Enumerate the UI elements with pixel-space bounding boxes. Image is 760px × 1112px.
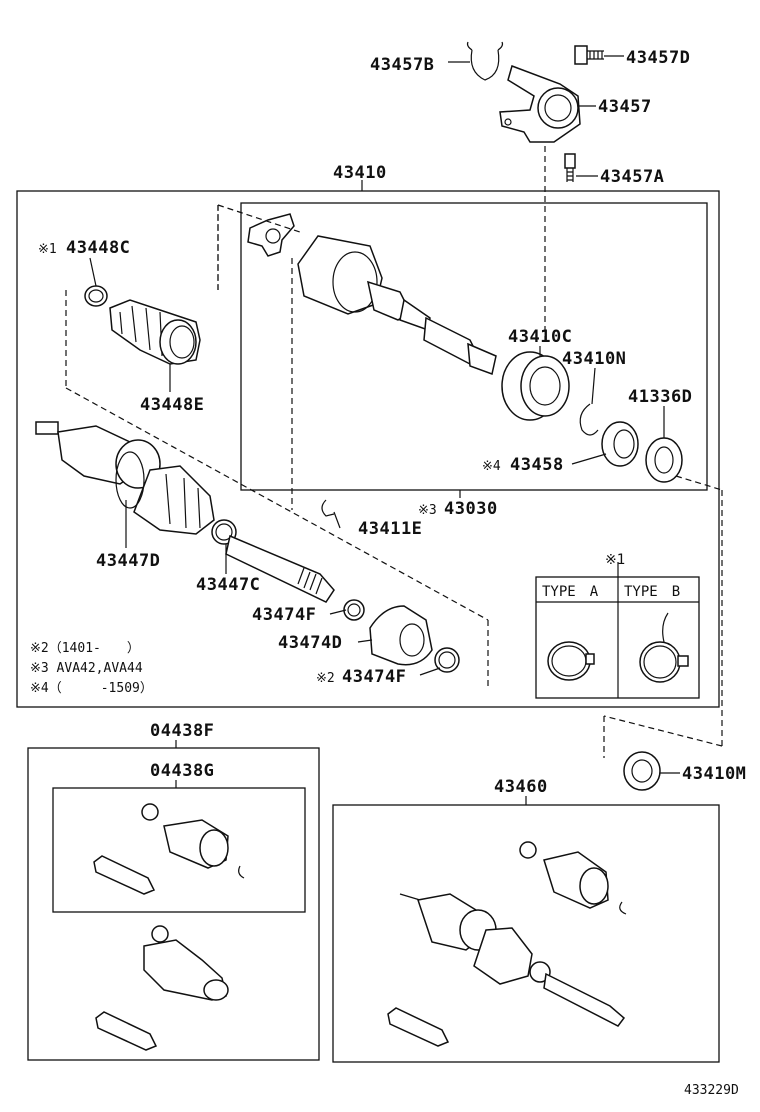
type-table-marker: ※1	[605, 552, 625, 568]
label-43457A: 43457A	[600, 167, 664, 187]
type-a-label: TYPE A	[542, 584, 599, 600]
label-43457D: 43457D	[626, 48, 690, 68]
inner-joint-housing	[297, 235, 497, 375]
type-b-label: TYPE B	[624, 584, 680, 600]
label-04438G: 04438G	[150, 761, 214, 781]
footnote-2: ※2（1401- ）	[30, 641, 140, 656]
drive-shaft	[225, 534, 335, 603]
label-43474D: 43474D	[278, 633, 342, 653]
label-43457B: 43457B	[370, 55, 434, 75]
label-43410: 43410	[333, 163, 387, 183]
label-43411E: 43411E	[358, 519, 422, 539]
label-43448E: 43448E	[140, 395, 204, 415]
note-43448C: ※1	[38, 242, 57, 257]
oil-seal-41336D	[645, 437, 683, 483]
label-41336D: 41336D	[628, 387, 692, 407]
clip-43411E	[321, 499, 335, 517]
boot-clamp-type-table: ※1 TYPE A TYPE B	[535, 552, 700, 699]
assembly-43460-contents	[387, 841, 627, 1047]
bolt-43457A	[564, 153, 576, 182]
snap-ring-43410N	[579, 403, 599, 436]
oil-seal-43410M	[623, 751, 661, 791]
bracket-43457	[499, 65, 581, 143]
label-43447D: 43447D	[96, 551, 160, 571]
footnote-3: ※3 AVA42,AVA44	[30, 661, 143, 676]
dust-deflector-43458	[601, 421, 639, 467]
frame-43410	[16, 190, 720, 708]
note-43474F-b: ※2	[316, 671, 335, 686]
label-43448C: 43448C	[66, 238, 130, 258]
label-43474F-a: 43474F	[252, 605, 316, 625]
label-43458: 43458	[510, 455, 564, 475]
label-43410M: 43410M	[682, 764, 746, 784]
kit-04438F-contents	[95, 925, 229, 1051]
boot-clamp-43448C	[84, 285, 108, 307]
label-43460: 43460	[494, 777, 548, 797]
label-43447C: 43447C	[196, 575, 260, 595]
type-b-clamp-icon	[639, 612, 689, 683]
boot-clamp-43474F-small	[343, 599, 365, 621]
boot-43448E	[109, 299, 201, 365]
boot-clamp-43474F-large	[434, 647, 460, 673]
snap-ring-43457B	[466, 41, 504, 81]
frame-04438G	[52, 787, 306, 913]
boot-43474D	[369, 605, 433, 666]
note-43030: ※3	[418, 503, 437, 518]
bearing-43410C	[501, 351, 570, 421]
tripod-spider	[247, 213, 295, 257]
label-43410N: 43410N	[562, 349, 626, 369]
label-43030: 43030	[444, 499, 498, 519]
label-43474F-b: 43474F	[342, 667, 406, 687]
bolt-43457D	[574, 45, 604, 65]
label-43410C: 43410C	[508, 327, 572, 347]
figure-id: 433229D	[684, 1083, 739, 1098]
frame-04438F	[27, 747, 320, 1061]
label-43457: 43457	[598, 97, 652, 117]
kit-04438G-contents	[93, 803, 245, 895]
label-04438F: 04438F	[150, 721, 214, 741]
type-a-clamp-icon	[547, 641, 595, 681]
footnote-4: ※4（ -1509）	[30, 681, 153, 696]
note-43458: ※4	[482, 459, 501, 474]
frame-inner-joint	[240, 202, 708, 491]
outer-cv-joint-43447D	[35, 421, 215, 535]
